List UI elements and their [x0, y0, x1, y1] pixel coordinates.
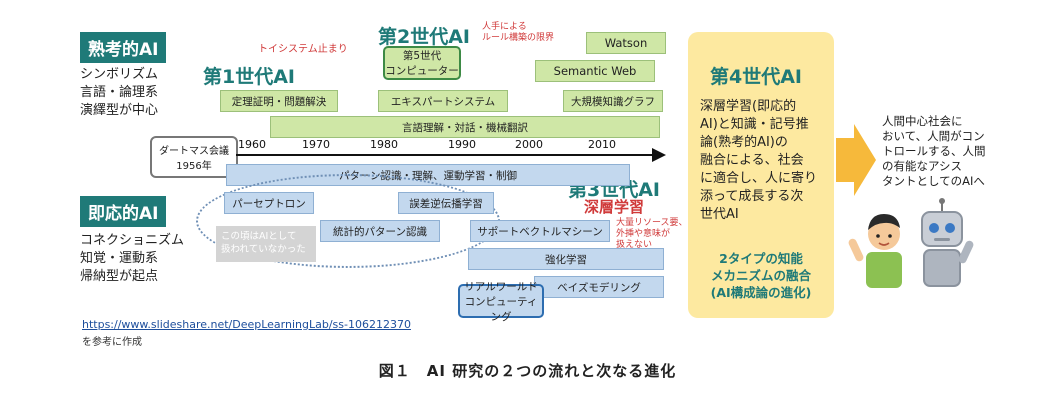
symbolic-desc-line: 演繹型が中心 [80, 103, 159, 118]
source-link[interactable]: https://www.slideshare.net/DeepLearningL… [82, 318, 411, 331]
figure-caption: 図１ AI 研究の２つの流れと次なる進化 [378, 362, 677, 380]
expert-system-box: エキスパートシステム [378, 90, 508, 112]
source-note: を参考に作成 [82, 337, 142, 348]
language-understanding-box: 言語理解・対話・機械翻訳 [270, 116, 660, 138]
robot-icon [921, 198, 974, 287]
box-line: 第5世代 [402, 50, 442, 62]
symbolic-ai-description: シンボリズム 言語・論理系 演繹型が中心 [80, 66, 158, 120]
gen4-line: に適合し、人に寄り [700, 171, 818, 186]
right-line: の有能なアシス [882, 159, 963, 173]
year-label: 2000 [515, 138, 543, 151]
note-line: 外挿や意味が [616, 229, 671, 239]
connectionist-desc-line: 知覚・運動系 [80, 251, 159, 266]
generation-1-label: 第1世代AI [203, 66, 295, 88]
gen4-line: 融合による、社会 [700, 153, 804, 168]
symbolic-ai-tag: 熟考的AI [80, 32, 167, 63]
theorem-proving-box: 定理証明・問題解決 [220, 90, 338, 112]
generation-2-label: 第2世代AI [378, 26, 470, 48]
orange-arrow-icon [836, 124, 876, 196]
note-line: 人手による [482, 22, 527, 32]
gen5-computer-box: 第5世代 コンピューター [383, 46, 461, 80]
box-line: ダートマス会議 [159, 146, 229, 157]
human-rule-note: 人手による ルール構築の限界 [482, 22, 554, 44]
person-icon [848, 214, 902, 288]
gen4-subtitle: 2タイプの知能 メカニズムの融合 (AI構成論の進化) [692, 250, 830, 301]
svm-box: サポートベクトルマシーン [470, 220, 610, 242]
backpropagation-box: 誤差逆伝播学習 [398, 192, 494, 214]
deep-learning-label: 深層学習 [584, 198, 645, 216]
perceptron-box: パーセプトロン [224, 192, 314, 214]
gen4-line: 添って成長する次 [700, 189, 804, 204]
year-label: 1970 [302, 138, 330, 151]
semantic-web-box: Semantic Web [535, 60, 655, 82]
timeline-arrowhead [652, 148, 666, 162]
gen4-sub-line: (AI構成論の進化) [710, 285, 812, 300]
knowledge-graph-box: 大規模知識グラフ [563, 90, 663, 112]
connectionist-desc-line: 帰納型が起点 [80, 269, 159, 284]
watson-box: Watson [586, 32, 666, 54]
gen4-line: 論(熟考的AI)の [700, 135, 788, 150]
gen4-panel [688, 32, 834, 318]
bayesian-modeling-box: ベイズモデリング [534, 276, 664, 298]
right-line: トロールする、人間 [882, 144, 986, 158]
gen4-sub-line: 2タイプの知能 [719, 251, 803, 266]
connectionist-ai-tag: 即応的AI [80, 196, 167, 227]
timeline-axis [236, 154, 660, 156]
human-robot-illustration [848, 198, 974, 288]
note-line: 大量リソース要、 [616, 218, 688, 228]
year-label: 1980 [370, 138, 398, 151]
right-line: 人間中心社会に [882, 114, 963, 128]
real-world-computing-box: リアルワールド コンピューティング [458, 281, 544, 323]
gen4-line: AI)と知識・記号推 [700, 117, 809, 132]
gen4-sub-line: メカニズムの融合 [710, 268, 811, 283]
box-line: コンピューティング [464, 295, 538, 323]
gen4-line: 世代AI [700, 207, 739, 222]
big-resource-note: 大量リソース要、 外挿や意味が 扱えない [616, 218, 688, 251]
human-centric-text: 人間中心社会に おいて、人間がコン トロールする、人間 の有能なアシス タントと… [882, 114, 986, 189]
note-line: 扱えない [616, 240, 653, 250]
note-line: この頃はAIとして [221, 231, 297, 242]
not-ai-note: この頃はAIとして 扱われていなかった [216, 226, 316, 262]
note-line: 扱われていなかった [221, 244, 306, 255]
dartmouth-conference-box: ダートマス会議 1956年 [150, 136, 238, 178]
year-label: 2010 [588, 138, 616, 151]
connectionist-desc-line: コネクショニズム [80, 233, 185, 248]
box-line: リアルワールド [464, 280, 538, 293]
year-label: 1960 [238, 138, 266, 151]
reinforcement-learning-box: 強化学習 [468, 248, 664, 270]
gen4-description: 深層学習(即応的 AI)と知識・記号推 論(熟考的AI)の 融合による、社会 に… [700, 98, 817, 224]
right-line: おいて、人間がコン [882, 129, 985, 143]
symbolic-desc-line: 言語・論理系 [80, 85, 159, 100]
symbolic-desc-line: シンボリズム [80, 67, 159, 82]
gen4-line: 深層学習(即応的 [700, 99, 797, 114]
year-label: 1990 [448, 138, 476, 151]
box-line: 1956年 [176, 161, 212, 172]
box-line: コンピューター [385, 65, 459, 77]
note-line: ルール構築の限界 [482, 33, 555, 43]
toy-system-note: トイシステム止まり [258, 44, 348, 55]
right-line: タントとしてのAIへ [882, 174, 985, 188]
statistical-pattern-box: 統計的パターン認識 [320, 220, 440, 242]
generation-4-label: 第4世代AI [710, 66, 802, 88]
connectionist-ai-description: コネクショニズム 知覚・運動系 帰納型が起点 [80, 232, 184, 286]
